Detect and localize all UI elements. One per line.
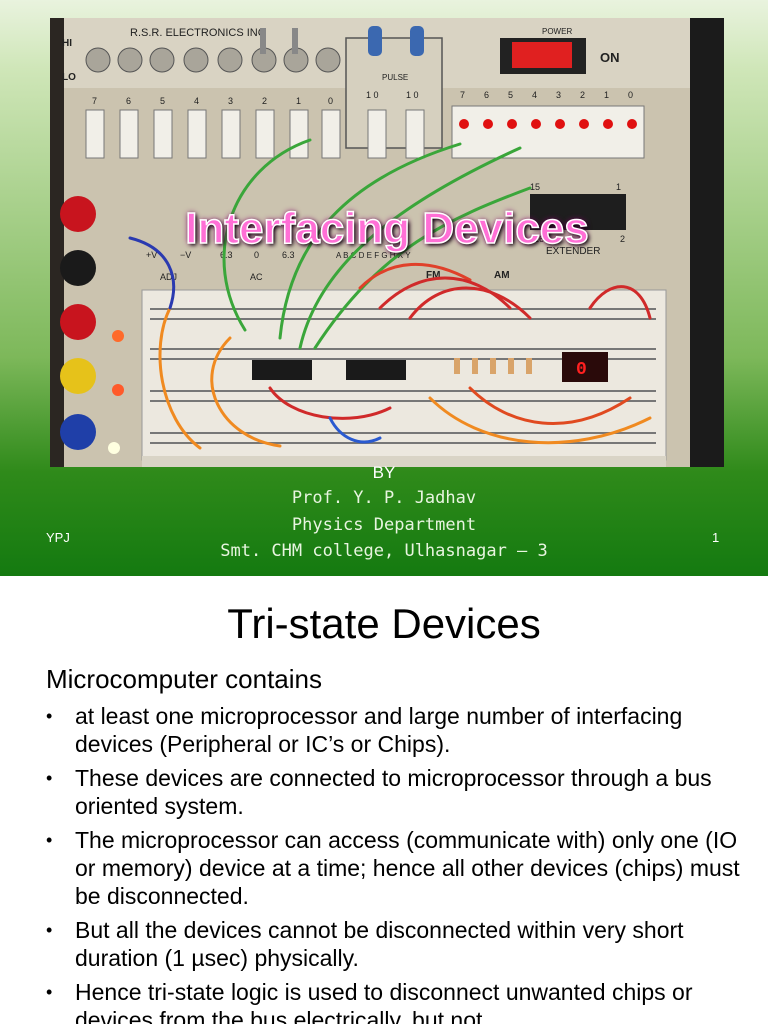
bullet-item: • These devices are connected to micropro… bbox=[46, 764, 746, 820]
bullet-dot-icon: • bbox=[46, 830, 53, 850]
extender-num-1: 1 bbox=[616, 182, 621, 192]
title-slide: R.S.R. ELECTRONICS INC HI LO POWER ON PU… bbox=[0, 0, 768, 576]
bullet-dot-icon: • bbox=[46, 706, 53, 726]
power-label: POWER bbox=[542, 27, 572, 36]
footer-initials: YPJ bbox=[46, 530, 70, 545]
led-bit-3: 3 bbox=[556, 90, 561, 100]
bullet-item: • at least one microprocessor and large … bbox=[46, 702, 746, 758]
bit-label-3: 3 bbox=[228, 96, 233, 106]
plus-v-label: +V bbox=[146, 250, 157, 260]
extender-num-15: 15 bbox=[530, 182, 540, 192]
adj-label: ADJ bbox=[160, 272, 177, 282]
bullet-text: Hence tri-state logic is used to disconn… bbox=[75, 979, 693, 1024]
breadboard-photo-graphic: R.S.R. ELECTRONICS INC HI LO POWER ON PU… bbox=[50, 18, 724, 467]
led-bit-0: 0 bbox=[628, 90, 633, 100]
am-label: AM bbox=[494, 270, 510, 281]
fm-label: FM bbox=[426, 270, 440, 281]
on-label: ON bbox=[600, 50, 620, 65]
photo-title-overlay: Interfacing Devices bbox=[185, 203, 590, 254]
lo-label: LO bbox=[62, 72, 76, 83]
extender-num-2: 2 bbox=[620, 234, 625, 244]
hi-label: HI bbox=[62, 38, 72, 49]
author-college: Smt. CHM college, Ulhasnagar – 3 bbox=[220, 541, 548, 561]
slide-intro: Microcomputer contains bbox=[46, 664, 322, 694]
v0-label: 0 bbox=[254, 250, 259, 260]
bullet-item: • Hence tri-state logic is used to discon… bbox=[46, 978, 746, 1024]
bit-label-4: 4 bbox=[194, 96, 199, 106]
extender-num-16: 16 bbox=[534, 234, 544, 244]
pulse-bits-a: 1 0 bbox=[366, 90, 379, 100]
bit-label-7: 7 bbox=[92, 96, 97, 106]
bit-label-0: 0 bbox=[328, 96, 333, 106]
led-bit-1: 1 bbox=[604, 90, 609, 100]
bullet-text: These devices are connected to microproc… bbox=[75, 765, 712, 819]
bullet-dot-icon: • bbox=[46, 982, 53, 1002]
letters-label: A B C D E F G H X Y bbox=[336, 251, 411, 260]
bit-label-6: 6 bbox=[126, 96, 131, 106]
bullet-list: • at least one microprocessor and large … bbox=[46, 702, 746, 1024]
pulse-bits-b: 1 0 bbox=[406, 90, 419, 100]
slide-title: Tri-state Devices bbox=[227, 600, 541, 647]
page-number: 1 bbox=[712, 530, 720, 545]
bit-label-2: 2 bbox=[262, 96, 267, 106]
bit-label-1: 1 bbox=[296, 96, 301, 106]
author-department: Physics Department bbox=[291, 515, 477, 535]
panel-brand-text: R.S.R. ELECTRONICS INC bbox=[130, 27, 266, 39]
author-name: Prof. Y. P. Jadhav bbox=[291, 488, 477, 508]
bit-label-5: 5 bbox=[160, 96, 165, 106]
led-bit-5: 5 bbox=[508, 90, 513, 100]
bullet-item: • But all the devices cannot be disconnec… bbox=[46, 916, 746, 972]
svg-text:0: 0 bbox=[576, 360, 587, 380]
bullet-dot-icon: • bbox=[46, 768, 53, 788]
minus-v-label: −V bbox=[180, 250, 191, 260]
by-label: BY bbox=[372, 463, 396, 482]
breadboard-photo: R.S.R. ELECTRONICS INC HI LO POWER ON PU… bbox=[50, 18, 724, 467]
led-bit-2: 2 bbox=[580, 90, 585, 100]
bullet-text: at least one microprocessor and large nu… bbox=[75, 703, 683, 757]
bullet-dot-icon: • bbox=[46, 920, 53, 940]
extender-label: EXTENDER bbox=[546, 246, 600, 257]
bullet-text: The microprocessor can access (communica… bbox=[75, 827, 740, 909]
led-bit-7: 7 bbox=[460, 90, 465, 100]
bullet-text: But all the devices cannot be disconnect… bbox=[75, 917, 684, 971]
bullet-item: • The microprocessor can access (communi… bbox=[46, 826, 746, 910]
led-bit-6: 6 bbox=[484, 90, 489, 100]
led-bit-4: 4 bbox=[532, 90, 537, 100]
v63-label-b: 6.3 bbox=[282, 250, 295, 260]
v63-label-a: 6.3 bbox=[220, 250, 233, 260]
content-slide: Tri-state Devices Microcomputer contains… bbox=[0, 576, 768, 1024]
pulse-label: PULSE bbox=[382, 73, 408, 82]
ac-label: AC bbox=[250, 272, 263, 282]
